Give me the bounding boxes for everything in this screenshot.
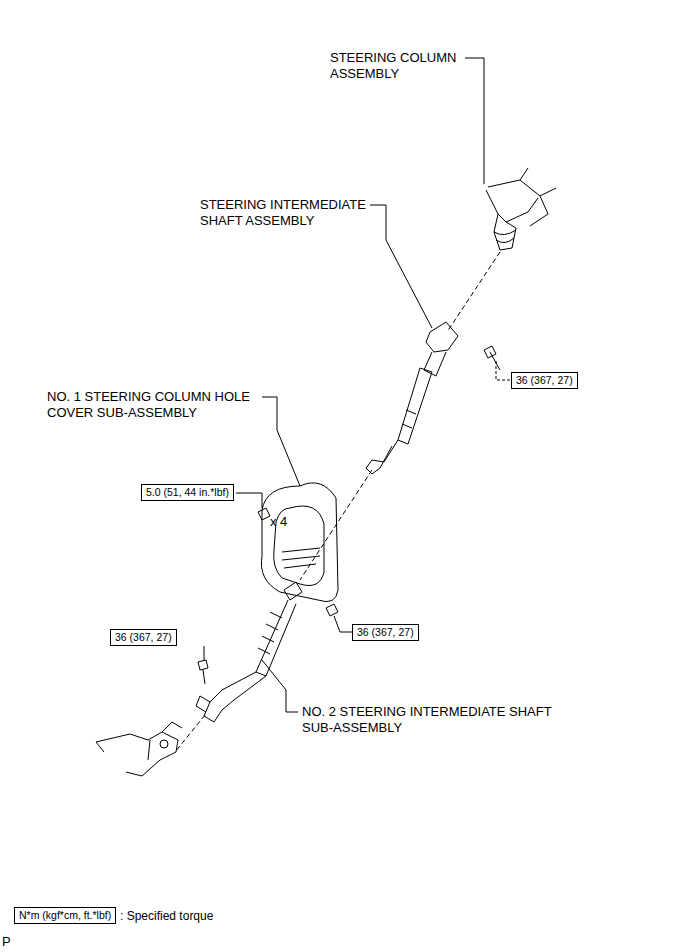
torque-value: N*m (kgf*cm, ft.*lbf) [19, 909, 111, 921]
torque-spec-box: 36 (367, 27) [110, 629, 177, 646]
torque-value: 5.0 (51, 44 in.*lbf) [146, 486, 229, 498]
quantity-note: x 4 [270, 514, 310, 530]
torque-value: 36 (367, 27) [516, 374, 573, 386]
part-name: NO. 2 STEERING INTERMEDIATE SHAFT SUB-AS… [302, 704, 564, 736]
torque-spec-box: 36 (367, 27) [352, 624, 419, 641]
part-name: STEERING INTERMEDIATE SHAFT ASSEMBLY [200, 197, 400, 229]
torque-value: 36 (367, 27) [357, 626, 414, 638]
torque-spec-box: 5.0 (51, 44 in.*lbf) [141, 484, 234, 501]
part-name: STEERING COLUMN ASSEMBLY [330, 50, 480, 82]
torque-spec-box: N*m (kgf*cm, ft.*lbf) [14, 907, 116, 924]
torque-spec-box: 36 (367, 27) [511, 372, 578, 389]
legend-text: : Specified torque [120, 909, 213, 923]
page-mark: P [2, 934, 22, 950]
torque-value: 36 (367, 27) [115, 631, 172, 643]
part-name: NO. 1 STEERING COLUMN HOLE COVER SUB-ASS… [47, 389, 292, 421]
